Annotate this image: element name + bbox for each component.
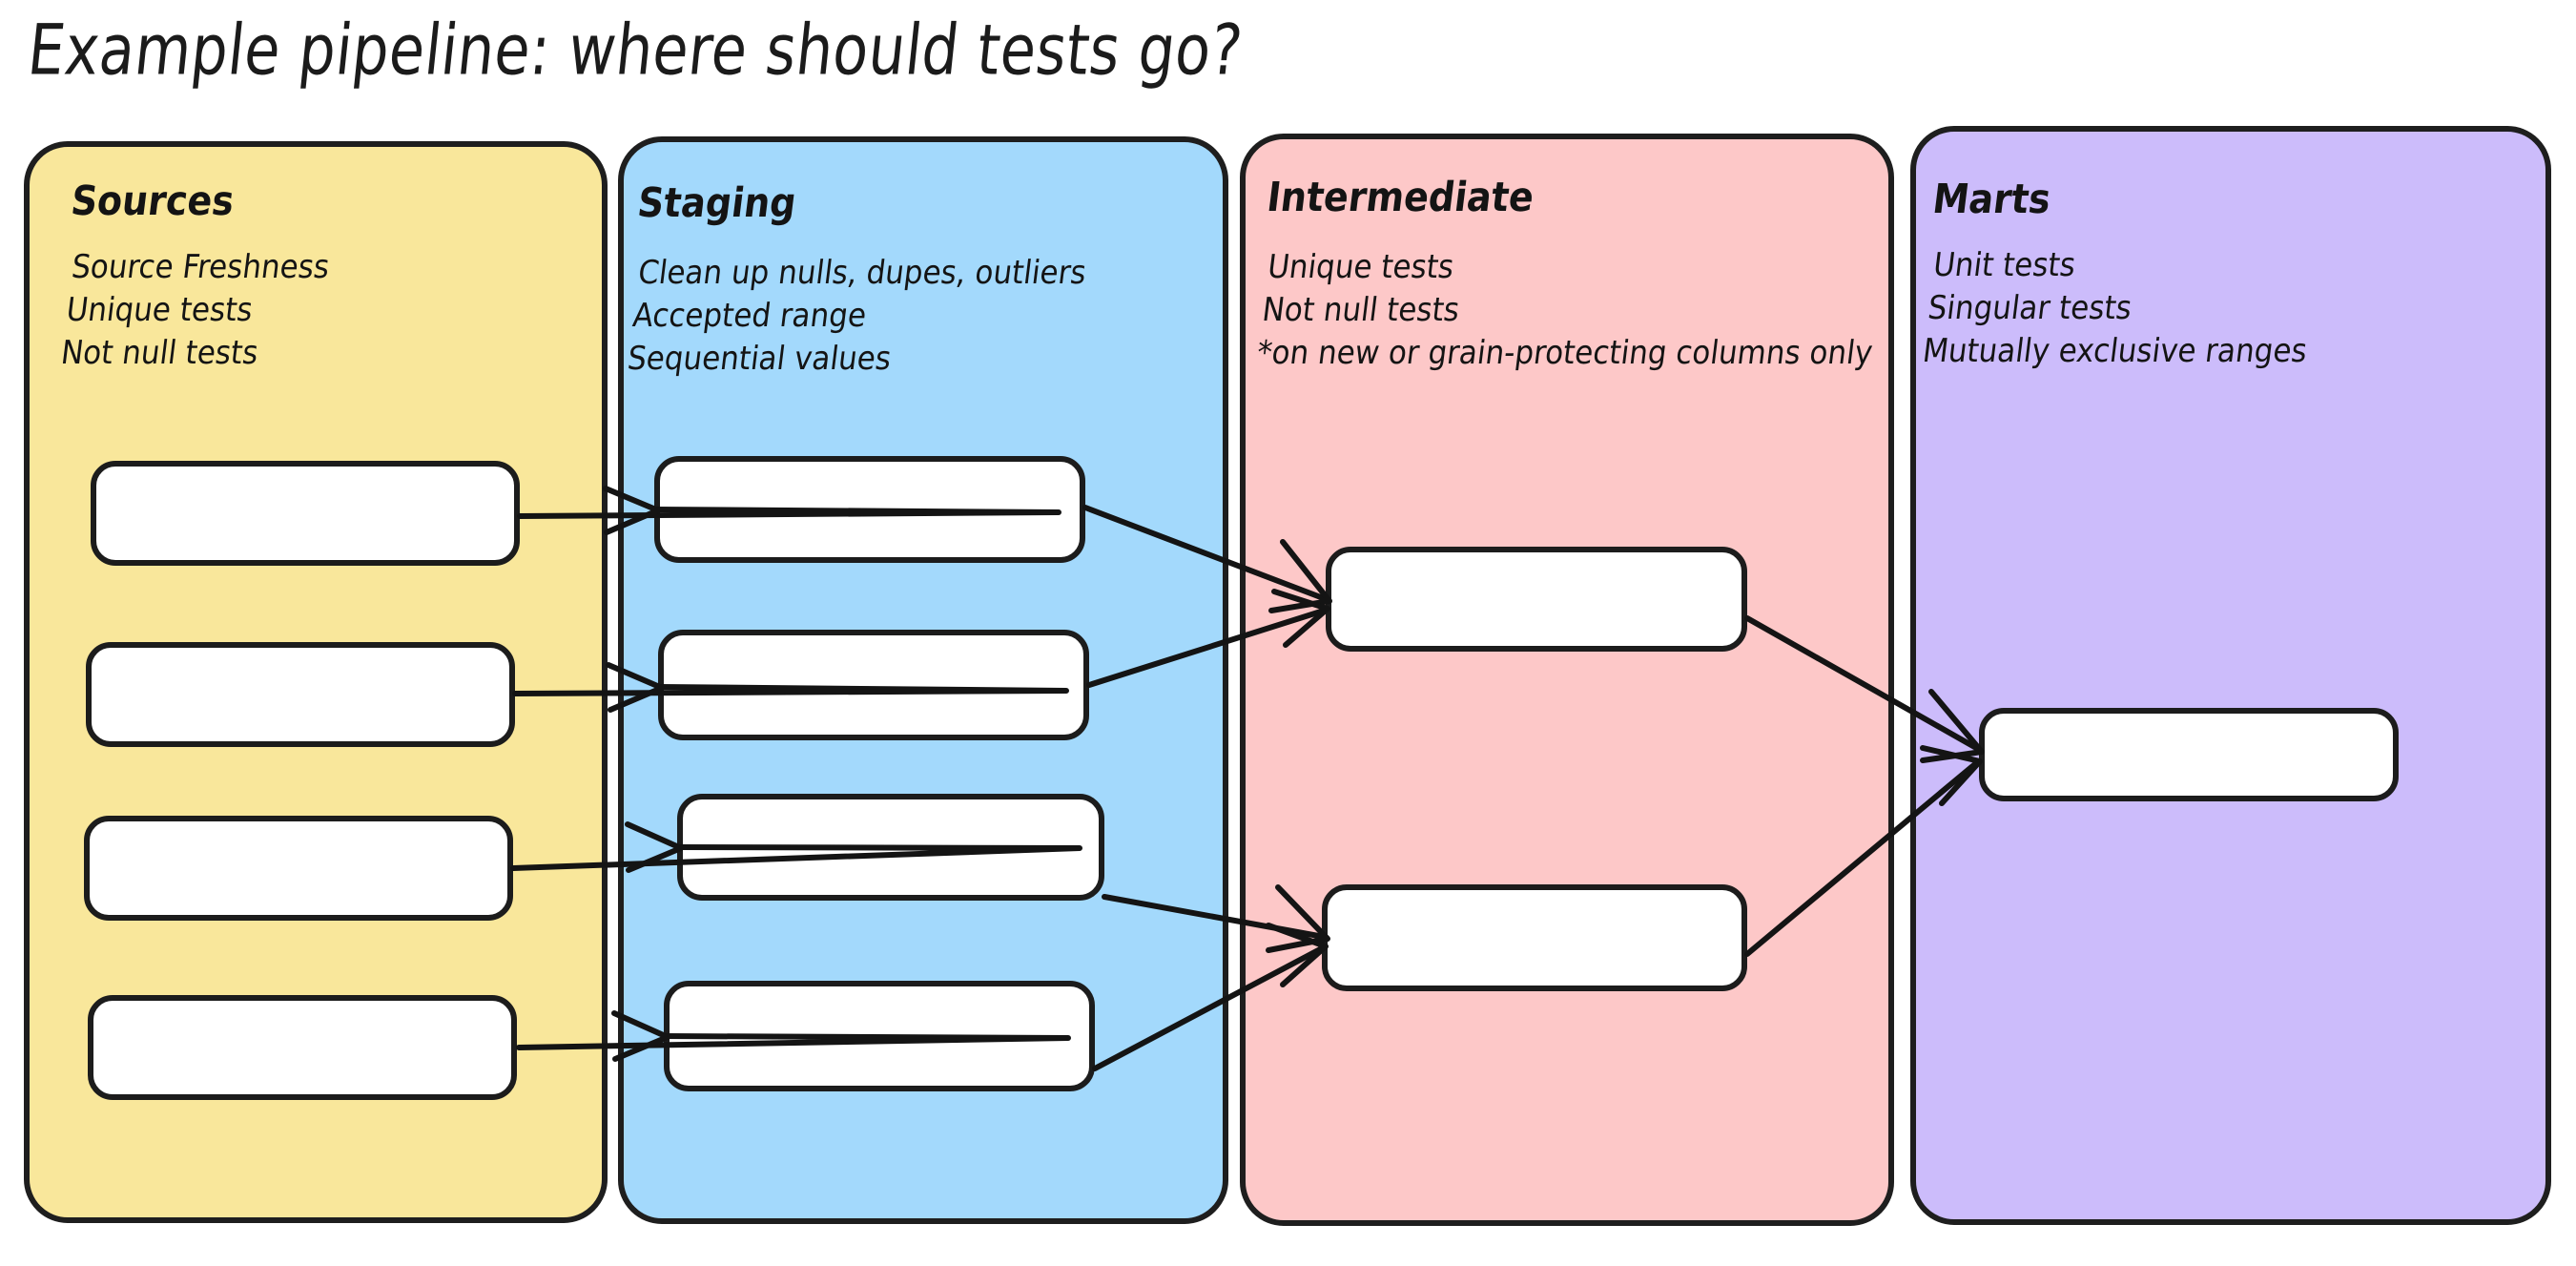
intermediate-node-2[interactable] [1322,884,1747,991]
column-marts[interactable] [1910,126,2551,1225]
sources-node-4[interactable] [88,995,517,1100]
column-sources-heading: Sources [68,177,237,225]
page-title: Example pipeline: where should tests go? [24,9,1247,92]
sources-node-2[interactable] [86,642,515,747]
staging-node-2[interactable] [658,630,1089,740]
sources-node-1[interactable] [91,461,520,566]
column-staging-notes: Clean up nulls, dupes, outliers Accepted… [625,252,1088,382]
column-intermediate-note-2: Not null tests [1260,291,1462,330]
staging-node-1[interactable] [654,456,1085,563]
column-sources-note-2: Unique tests [64,291,256,330]
staging-node-4[interactable] [664,981,1095,1091]
column-intermediate-note-3: *on new or grain-protecting columns only [1254,334,1875,373]
intermediate-node-1[interactable] [1326,547,1747,652]
marts-node-1[interactable] [1979,708,2399,801]
column-staging-heading: Staging [634,179,799,227]
column-marts-notes: Unit tests Singular tests Mutually exclu… [1920,244,2319,374]
column-marts-note-2: Singular tests [1926,289,2134,328]
column-marts-note-1: Unit tests [1930,246,2078,284]
column-marts-note-3: Mutually exclusive ranges [1920,332,2310,371]
column-sources-note-1: Source Freshness [69,248,332,286]
column-marts-heading: Marts [1929,176,2053,223]
staging-node-3[interactable] [677,794,1104,901]
column-sources-notes: Source Freshness Unique tests Not null t… [58,246,332,376]
sources-node-3[interactable] [84,816,513,921]
column-intermediate-heading: Intermediate [1264,174,1537,221]
column-intermediate-note-1: Unique tests [1265,248,1456,286]
column-staging-note-1: Clean up nulls, dupes, outliers [635,254,1089,292]
column-sources-note-3: Not null tests [58,334,260,373]
column-staging-note-3: Sequential values [625,340,894,379]
column-intermediate-notes: Unique tests Not null tests *on new or g… [1254,246,1886,376]
column-staging-note-2: Accepted range [630,297,869,336]
